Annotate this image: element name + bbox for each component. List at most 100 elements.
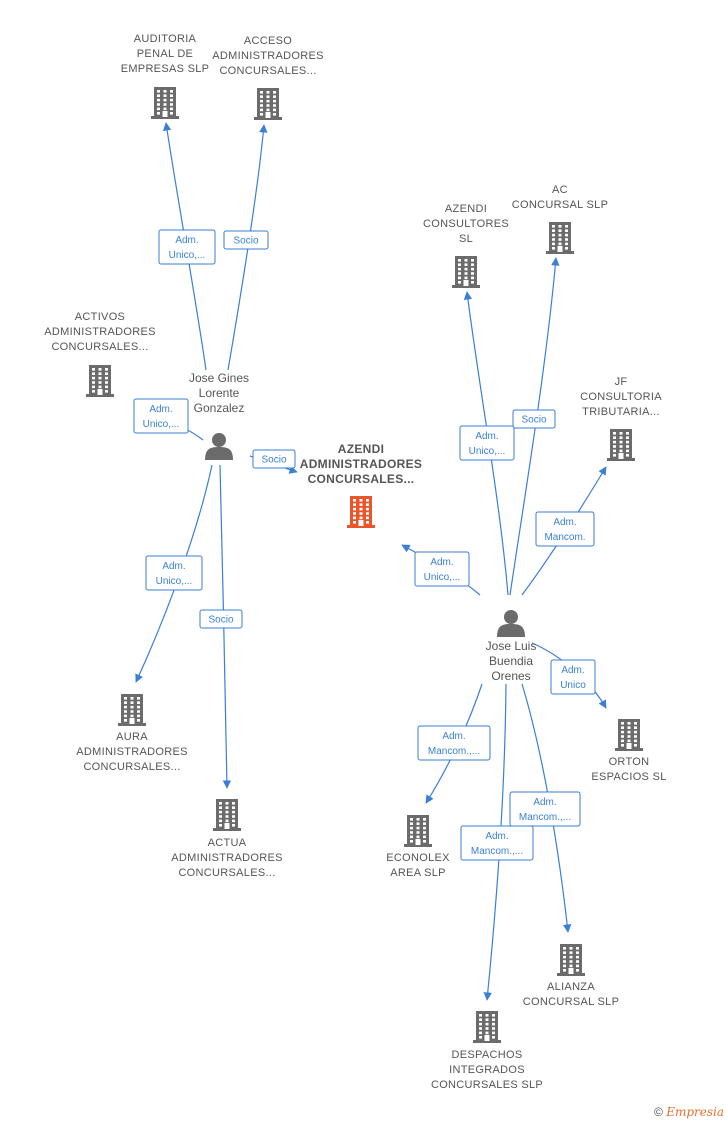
- edge-label-e7[interactable]: Adm.Unico,...: [414, 551, 470, 587]
- edge-label-box: [550, 659, 596, 695]
- building-icon-highlighted: [347, 496, 375, 528]
- edge-label-e3[interactable]: Adm.Unico,...: [133, 398, 189, 434]
- edge-label-text: Adm.: [533, 797, 556, 808]
- edge-label-e13[interactable]: Adm.Mancom.,...: [509, 791, 581, 827]
- edge-label-e2[interactable]: Socio: [223, 230, 269, 250]
- company-node-actua[interactable]: ACTUAADMINISTRADORESCONCURSALES...: [171, 799, 282, 879]
- center-company-name-line: CONCURSALES...: [308, 472, 415, 486]
- company-name-line: CONCURSALES...: [83, 761, 180, 773]
- company-name-line: ACCESO: [244, 35, 292, 47]
- person-name-line: Jose Luis: [486, 639, 537, 653]
- edge-label-box: [460, 825, 534, 861]
- center-company-node[interactable]: AZENDIADMINISTRADORESCONCURSALES...: [300, 442, 423, 528]
- company-name-line: ESPACIOS SL: [591, 771, 666, 783]
- person-name-line: Gonzalez: [194, 401, 245, 415]
- building-icon: [254, 88, 282, 120]
- edge-label-text: Socio: [233, 236, 258, 247]
- company-name-line: CONCURSAL SLP: [512, 199, 608, 211]
- person-name-line: Buendia: [489, 654, 533, 668]
- building-icon: [151, 87, 179, 119]
- edge-label-e1[interactable]: Adm. Unico,...: [158, 229, 216, 265]
- company-node-auditoria[interactable]: AUDITORIA PENAL DE EMPRESAS SLP: [121, 33, 210, 119]
- edge-label-box: [459, 425, 515, 461]
- company-name-line: ACTIVOS: [75, 311, 125, 323]
- building-icon: [213, 799, 241, 831]
- company-node-azendi_consultores[interactable]: AZENDI CONSULTORES SL: [423, 203, 509, 288]
- company-node-activos[interactable]: ACTIVOSADMINISTRADORESCONCURSALES...: [44, 311, 155, 397]
- company-name-line: EMPRESAS SLP: [121, 63, 210, 75]
- edge-label-box: [145, 555, 203, 591]
- company-name-line: AZENDI: [445, 203, 487, 215]
- company-node-econolex[interactable]: ECONOLEX AREA SLP: [386, 815, 450, 879]
- edge-label-box: [414, 551, 470, 587]
- footer-brand: © Empresia: [654, 1105, 724, 1119]
- edge-line-e8: [509, 257, 560, 596]
- company-name-line: AC: [552, 184, 568, 196]
- building-icon: [546, 222, 574, 254]
- company-name-line: INTEGRADOS: [449, 1064, 525, 1076]
- company-name-line: DESPACHOS: [452, 1049, 523, 1061]
- company-name-line: SL: [459, 233, 473, 245]
- company-name-line: ALIANZA: [547, 981, 595, 993]
- edge-label-box: [158, 229, 216, 265]
- edge-label-e9[interactable]: Adm. Mancom.: [535, 511, 595, 547]
- edge-label-text: Adm.: [175, 235, 198, 246]
- edge-label-text: Adm.: [553, 517, 576, 528]
- building-icon: [557, 944, 585, 976]
- company-name-line: ADMINISTRADORES: [212, 50, 323, 62]
- edge-label-e6[interactable]: Socio: [199, 609, 243, 629]
- edge-label-text: Mancom.: [544, 532, 585, 543]
- company-name-line: ADMINISTRADORES: [44, 326, 155, 338]
- edge-label-box: [512, 409, 556, 429]
- empresia-logo[interactable]: Empresia: [666, 1105, 724, 1119]
- edge-label-e14[interactable]: Adm.Mancom.,...: [460, 825, 534, 861]
- building-icon: [615, 719, 643, 751]
- edge-label-text: Adm.: [162, 561, 185, 572]
- building-icon: [86, 365, 114, 397]
- company-name-line: CONSULTORES: [423, 218, 509, 230]
- company-node-acceso[interactable]: ACCESO ADMINISTRADORES CONCURSALES...: [212, 35, 323, 120]
- company-node-despachos[interactable]: DESPACHOS INTEGRADOS CONCURSALES SLP: [431, 1011, 543, 1091]
- company-node-jf_consultoria[interactable]: JFCONSULTORIATRIBUTARIA...: [580, 376, 662, 461]
- edge-label-text: Mancom.,...: [428, 746, 480, 757]
- company-name-line: ADMINISTRADORES: [171, 852, 282, 864]
- company-name-line: AREA SLP: [390, 867, 446, 879]
- company-name-line: AUDITORIA: [134, 33, 197, 45]
- edge-label-e8[interactable]: Socio: [512, 409, 556, 429]
- edge-label-text: Mancom.,...: [471, 846, 523, 857]
- company-name-line: CONCURSALES...: [219, 65, 316, 77]
- edge-label-text: Adm.: [430, 557, 453, 568]
- building-icon: [118, 694, 146, 726]
- edge-label-e11[interactable]: Adm.Unico: [550, 659, 596, 695]
- edge-label-box: [252, 449, 296, 469]
- edge-label-text: Unico,...: [169, 250, 206, 261]
- edge-label-box: [417, 725, 491, 761]
- edge-label-text: Adm.: [561, 665, 584, 676]
- building-icon: [452, 256, 480, 288]
- company-name-line: PENAL DE: [137, 48, 193, 60]
- edge-label-e10[interactable]: Adm.Unico,...: [459, 425, 515, 461]
- person-name-line: Jose Gines: [189, 371, 249, 385]
- edge-label-e4[interactable]: Socio: [252, 449, 296, 469]
- company-name-line: TRIBUTARIA...: [582, 406, 660, 418]
- edge-line-e6: [219, 464, 232, 789]
- company-name-line: ECONOLEX: [386, 852, 450, 864]
- center-company-name-line: ADMINISTRADORES: [300, 457, 423, 471]
- edge-label-e12[interactable]: Adm.Mancom.,...: [417, 725, 491, 761]
- edge-label-box: [199, 609, 243, 629]
- edge-label-text: Unico,...: [143, 419, 180, 430]
- company-name-line: CONCURSALES SLP: [431, 1079, 543, 1091]
- company-node-aura[interactable]: AURAADMINISTRADORESCONCURSALES...: [76, 694, 187, 773]
- company-node-ac_concursal[interactable]: AC CONCURSAL SLP: [512, 184, 608, 254]
- edge-label-text: Socio: [208, 615, 233, 626]
- edge-label-e5[interactable]: Adm. Unico,...: [145, 555, 203, 591]
- edge-label-text: Unico,...: [156, 576, 193, 587]
- person-icon: [497, 610, 525, 637]
- edge-label-text: Socio: [261, 455, 286, 466]
- edge-label-box: [223, 230, 269, 250]
